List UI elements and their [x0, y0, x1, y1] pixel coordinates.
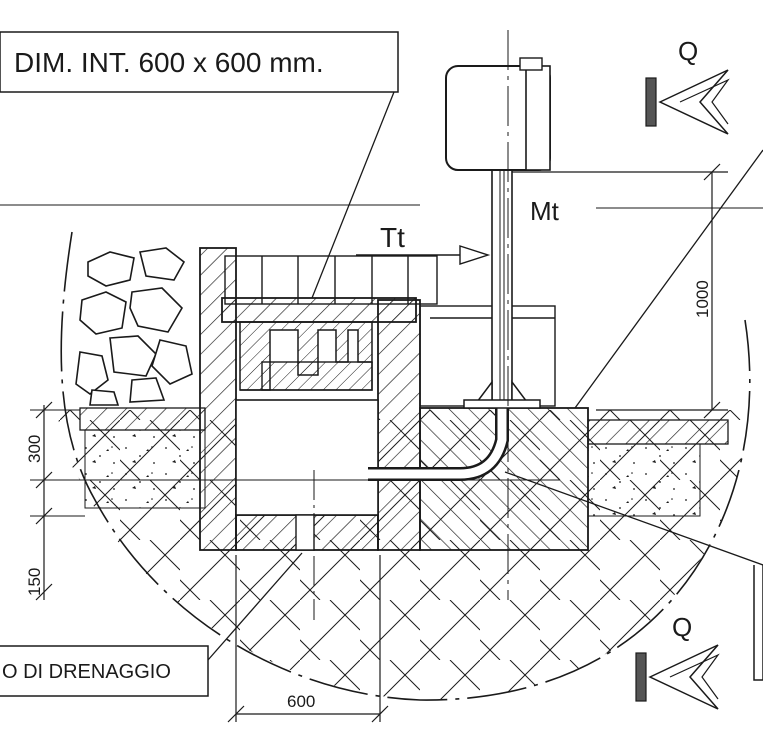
- stone-fill: [72, 240, 200, 406]
- q-view-arrow-top: [645, 69, 730, 135]
- drainage-callout: [0, 552, 303, 697]
- centerlines: [0, 30, 763, 620]
- q-bottom-label: Q: [672, 612, 692, 642]
- manhole-lid: [221, 297, 417, 391]
- dim-150-label: 150: [25, 568, 44, 596]
- dimension-1000: [512, 163, 728, 419]
- q-top-label: Q: [678, 36, 698, 66]
- drainage-label: O DI DRENAGGIO: [2, 661, 171, 683]
- lighting-pole: [463, 169, 541, 409]
- dimension-600: [227, 555, 389, 723]
- conduit-pipe: [368, 405, 509, 481]
- dim-1000-label: 1000: [693, 280, 712, 318]
- manhole-chamber: [199, 247, 421, 551]
- electrical-box: [445, 57, 551, 171]
- ground-layer: [79, 407, 729, 517]
- mt-label: Mt: [530, 196, 560, 226]
- tt-force-arrow: [356, 245, 491, 265]
- dim-600-label: 600: [287, 692, 315, 711]
- tt-label: Tt: [380, 222, 405, 253]
- dim-300-label: 300: [25, 435, 44, 463]
- background-blocks: [224, 255, 556, 407]
- dimension-left: [35, 401, 53, 601]
- q-view-arrow-bottom: [635, 644, 720, 710]
- dim-int-label: DIM. INT. 600 x 600 mm.: [14, 47, 324, 78]
- leader-lines: [504, 149, 763, 681]
- dim-int-callout: [0, 31, 399, 299]
